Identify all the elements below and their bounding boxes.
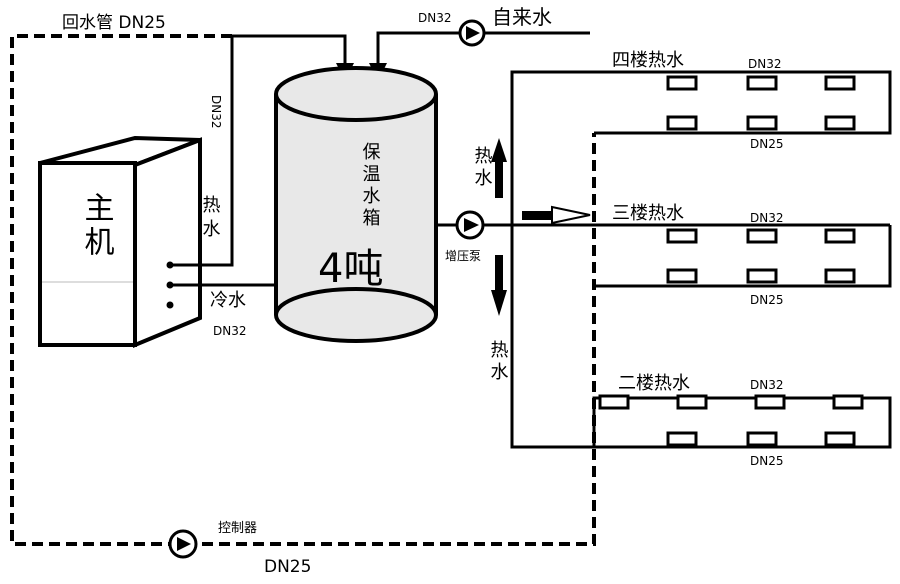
floor3-radiators [666,228,856,284]
floor3-label: 三楼热水 [612,203,684,224]
radiator [666,268,698,284]
radiator [666,228,698,244]
radiator [824,431,856,447]
insulated-tank [274,66,438,343]
bottom-pipe-label: DN25 [264,557,311,577]
main-unit-label: 主机 [79,192,115,260]
floor4-radiators [666,75,856,131]
floor3-return-label: DN25 [750,293,784,307]
booster-pump-label: 增压泵 [445,249,481,263]
hot-down-label: 热水 [488,340,509,384]
flow-arrow-right [522,205,591,225]
radiator [824,75,856,91]
floor2-label: 二楼热水 [618,373,690,394]
tap-water-inlet [369,19,590,81]
floor2-return-label: DN25 [750,454,784,468]
radiator [746,75,778,91]
radiator [824,228,856,244]
booster-pump-icon [455,210,485,240]
radiator [746,228,778,244]
tank-name-label: 保温水箱 [360,142,381,230]
radiator [598,394,630,410]
floor4-return-label: DN25 [750,137,784,151]
flow-arrow-up [491,138,507,198]
controller-pump-icon [168,529,198,559]
supply-main [436,70,892,449]
hot-water-left-label: 热水 [200,195,221,243]
floor3-supply-label: DN32 [750,211,784,225]
host-hot-riser [170,34,354,267]
radiator [666,115,698,131]
riser-dn32-label: DN32 [209,95,223,129]
controller-label: 控制器 [218,521,257,536]
floor4-supply-label: DN32 [748,57,782,71]
cold-pipe-label: DN32 [213,324,247,338]
radiator [754,394,786,410]
tap-pipe-label: DN32 [418,11,452,25]
flow-arrow-down [491,255,507,316]
floor2-radiators [598,394,864,447]
tap-water-label: 自来水 [492,5,552,29]
radiator [824,115,856,131]
hot-up-label: 热水 [472,146,493,190]
radiator [746,431,778,447]
radiator [676,394,708,410]
cold-water-label: 冷水 [210,290,246,311]
radiator [746,115,778,131]
tap-pump-icon [458,19,486,47]
floor2-supply-label: DN32 [750,378,784,392]
radiator [832,394,864,410]
return-pipe-label: 回水管 DN25 [62,13,166,33]
radiator [824,268,856,284]
radiator [746,268,778,284]
main-unit [38,135,202,348]
radiator [666,75,698,91]
floor4-label: 四楼热水 [612,50,684,71]
radiator [666,431,698,447]
tank-capacity-label: 4吨 [318,246,383,292]
